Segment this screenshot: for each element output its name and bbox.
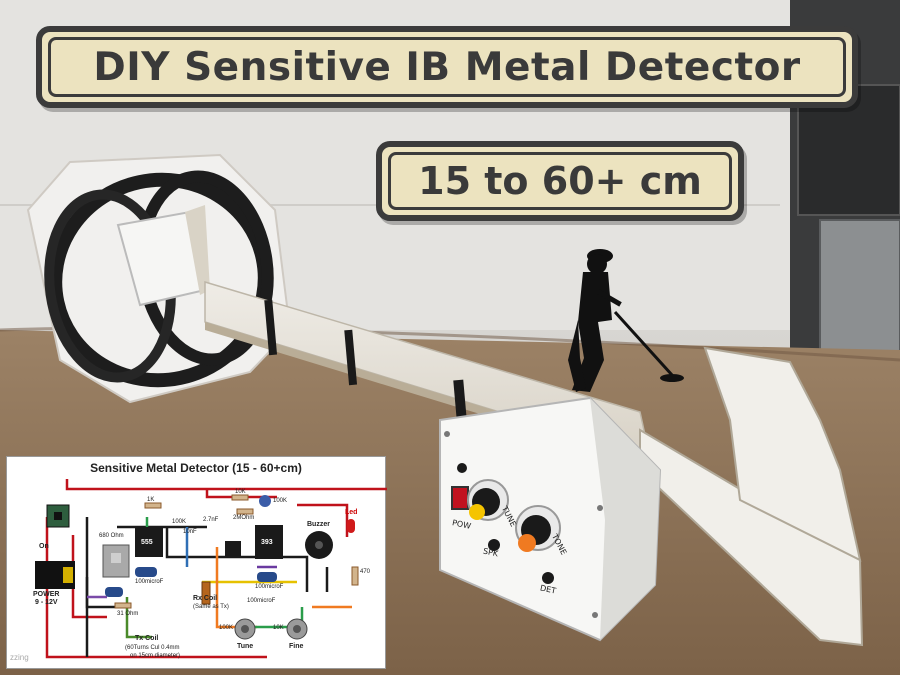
detectorist-silhouette (568, 249, 684, 392)
on-label: On (39, 543, 49, 550)
watermark: zzing (10, 653, 29, 662)
schematic-title: Sensitive Metal Detector (15 - 60+cm) (90, 461, 302, 475)
title-banner-frame (48, 37, 846, 97)
rx-note-label: (Same as Tx) (193, 604, 229, 610)
page-title: DIY Sensitive IB Metal Detector (93, 44, 801, 90)
r2mohm-label: 2MOhm (233, 515, 255, 521)
r1k-label: 1K (147, 497, 155, 503)
control-box (439, 396, 662, 642)
pot10k-label: 10K (273, 625, 284, 631)
r100k-b-label: 100K (273, 498, 288, 504)
r470-label: 470 (360, 569, 371, 575)
ic555-label: 555 (141, 539, 153, 546)
schematic-wiring (35, 479, 387, 659)
led-label: Led (345, 509, 358, 516)
detection-range: 15 to 60+ cm (418, 159, 702, 203)
tune-pot-label: Tune (237, 643, 254, 650)
tx-coil-label: Tx Coil (135, 635, 159, 642)
rx-coil-label: Rx Coil (193, 595, 218, 602)
c100u-b-label: 100microF (255, 584, 284, 590)
search-coil (26, 153, 292, 404)
range-banner-frame (388, 152, 732, 210)
r31-label: 31 Ohm (117, 611, 139, 617)
c100u-c-label: 100microF (247, 598, 276, 604)
r680-label: 680 Ohm (99, 533, 124, 539)
c2-7nf-label: 2.7nF (203, 517, 219, 523)
fine-pot-label: Fine (289, 643, 304, 650)
tx-note-2-label: on 15cm diameter) (130, 653, 181, 659)
c100u-a-label: 100microF (135, 579, 164, 585)
buzzer-label: Buzzer (307, 521, 330, 528)
tx-note-1-label: (60Turns Cul 0.4mm (125, 645, 180, 651)
range-banner: 15 to 60+ cm (376, 141, 744, 221)
title-banner: DIY Sensitive IB Metal Detector (36, 26, 858, 108)
r10k-a-label: 10K (235, 489, 246, 495)
voltage-label: 9 - 12V (35, 599, 58, 606)
arm-rest (639, 346, 864, 647)
power-label: POWER (33, 591, 60, 598)
ic393-label: 393 (261, 539, 273, 546)
r100k-a-label: 100K (172, 519, 187, 525)
c10nf-label: 10nF (183, 529, 197, 535)
schematic-diagram: Sensitive Metal Detector (15 - 60+cm) (6, 456, 387, 669)
pot100k-label: 100K (219, 625, 234, 631)
